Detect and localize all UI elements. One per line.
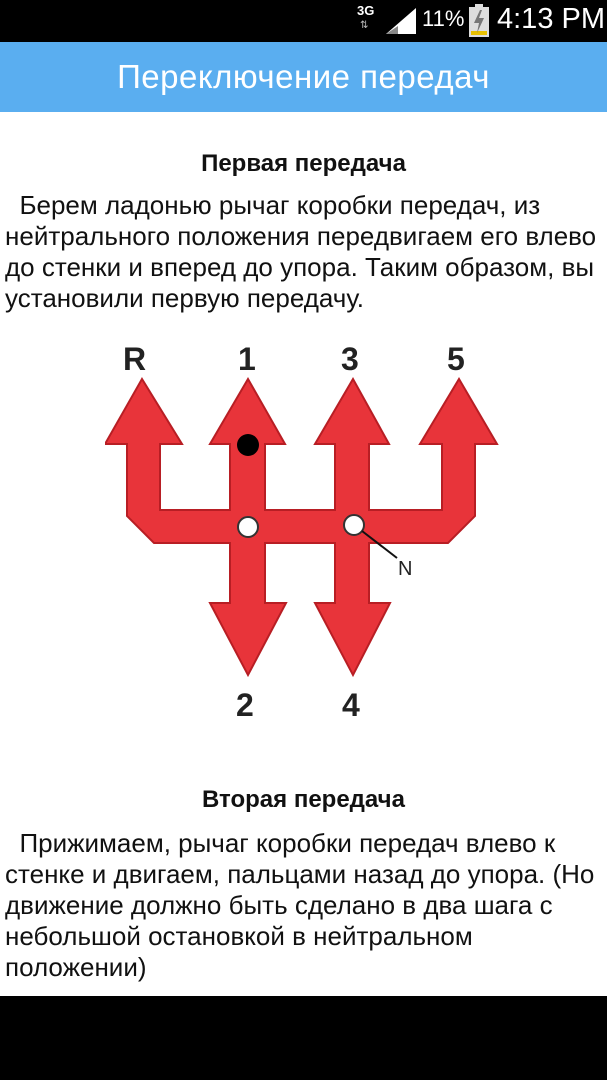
gear-knob — [237, 434, 259, 456]
neutral-pointer-line — [361, 530, 398, 559]
page-title: Переключение передач — [117, 58, 490, 95]
gear-label-second: 2 — [236, 687, 254, 718]
data-activity-icon: ⇅ — [360, 20, 369, 31]
section-title-second-gear: Вторая передача — [202, 786, 405, 813]
gear-shift-diagram: N R 1 3 5 2 4 — [105, 341, 499, 718]
gear-label-first: 1 — [238, 341, 256, 377]
gear-label-fourth: 4 — [342, 687, 360, 718]
battery-charging-icon — [469, 4, 489, 37]
neutral-dot-right — [343, 514, 365, 536]
gear-label-fifth: 5 — [447, 341, 465, 377]
status-bar: 3G ⇅ 11% 4:13 PM — [0, 0, 607, 42]
content-area[interactable]: Первая передача Берем ладонью рычаг коро… — [0, 112, 607, 996]
battery-percent: 11% — [422, 6, 465, 31]
signal-icon — [386, 8, 416, 34]
section-title-first-gear: Первая передача — [201, 150, 406, 177]
gear-label-reverse: R — [123, 341, 146, 377]
neutral-dot-left — [237, 516, 259, 538]
shift-pattern-path — [105, 376, 499, 678]
shift-pattern-shape — [105, 376, 499, 678]
network-type: 3G — [357, 3, 375, 18]
gear-label-third: 3 — [341, 341, 359, 377]
bottom-black-area — [0, 996, 607, 1080]
section-text-second-gear: Прижимаем, рычаг коробки передач влево к… — [5, 828, 595, 982]
clock: 4:13 PM — [497, 3, 605, 35]
neutral-label: N — [398, 558, 412, 580]
network-indicator: 3G ⇅ — [357, 3, 383, 37]
action-bar: Переключение передач — [0, 42, 607, 112]
section-text-first-gear: Берем ладонью рычаг коробки передач, из … — [5, 190, 597, 313]
